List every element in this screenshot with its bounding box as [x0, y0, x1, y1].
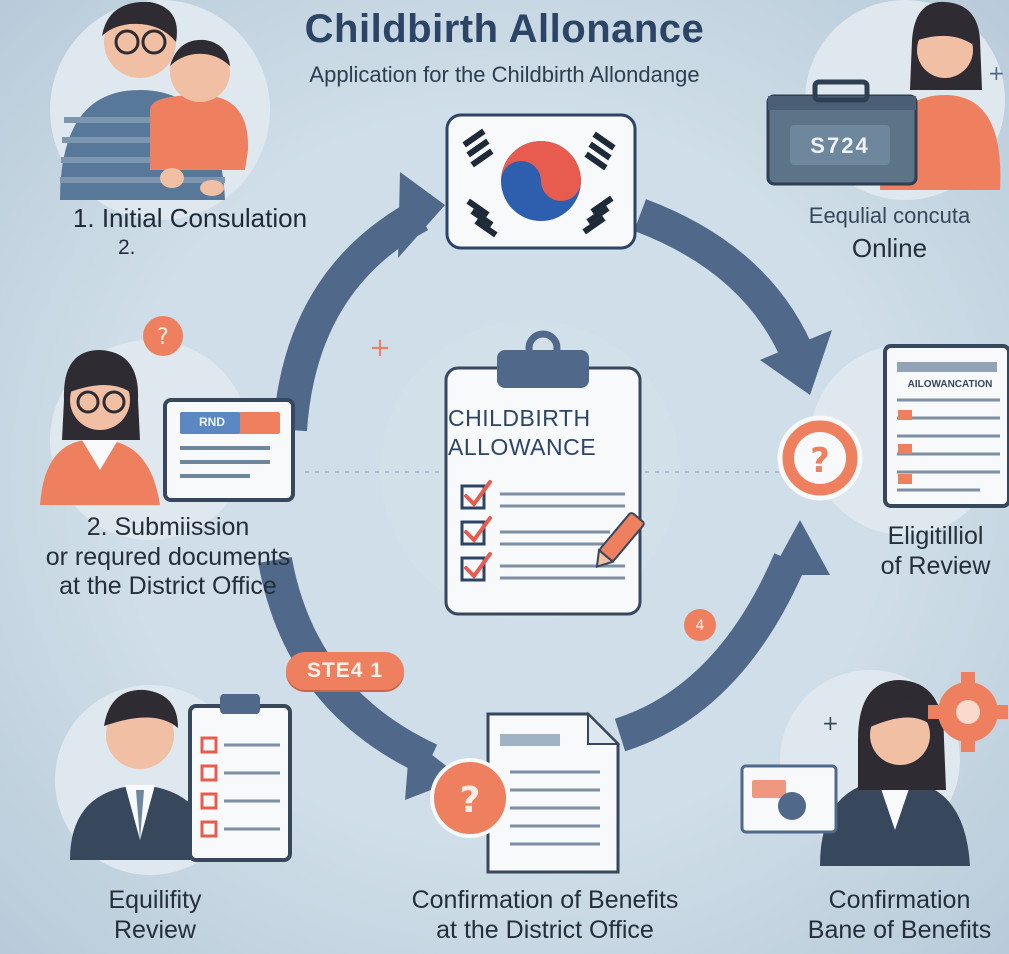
page-subtitle: Application for the Childbirth Allondang…: [309, 62, 700, 87]
woman-with-laptop-illustration: [40, 350, 295, 505]
woman-with-briefcase-illustration: +: [766, 1, 1005, 190]
svg-text:+: +: [988, 61, 1005, 85]
arrowhead-top-left: [398, 172, 445, 258]
step-initial-consultation: 1. Initial Consulation 2.: [72, 203, 308, 259]
step-eligibility-review-right: Eligitilliol of Review: [880, 522, 991, 580]
arrowhead-right-up: [770, 520, 830, 575]
arrow-top-right: [633, 199, 816, 367]
laptop-tag: RND: [199, 415, 225, 429]
svg-text:?: ?: [460, 780, 481, 821]
step-tag: STE4 1: [286, 652, 404, 690]
svg-text:?: ?: [810, 441, 830, 481]
step-confirmation-office: Confirmation of Benefits at the District…: [411, 886, 679, 944]
document-with-question-illustration: ?: [430, 711, 621, 874]
woman-with-card-illustration: +: [740, 672, 1008, 866]
question-badge-right: ?: [777, 415, 863, 501]
arrowhead-right: [760, 330, 832, 395]
arrow-left-top: [273, 200, 429, 432]
svg-text:+: +: [822, 711, 839, 735]
step-online: Eequlial concuta Online: [808, 203, 971, 263]
step-eligibility-review-left: Equilifity Review: [108, 886, 202, 944]
clipboard-title: CHILDBIRTH ALLOWANCE: [448, 405, 597, 460]
gear-icon: [928, 672, 1008, 752]
accent-markers: ? + 4: [143, 316, 716, 641]
arrow-right-bottom: [614, 553, 806, 752]
center-clipboard: [444, 330, 645, 616]
form-document-illustration: [883, 344, 1009, 508]
svg-text:+: +: [369, 333, 391, 363]
form-header: AILOWANCATION: [907, 379, 993, 390]
arrowhead-bottom: [405, 738, 462, 800]
korean-flag-card: [445, 113, 637, 250]
parent-with-baby-illustration: [60, 1, 249, 200]
page-title: Childbirth Allonance: [304, 7, 705, 51]
briefcase-badge: S724: [810, 133, 870, 158]
man-with-checklist-illustration: [70, 689, 292, 862]
step-confirmation-bank: Confirmation Bane of Benefits: [807, 886, 992, 944]
svg-text:4: 4: [696, 618, 705, 634]
svg-text:?: ?: [157, 325, 169, 350]
step-submission: 2. Submiission or requred documents at t…: [45, 513, 291, 600]
